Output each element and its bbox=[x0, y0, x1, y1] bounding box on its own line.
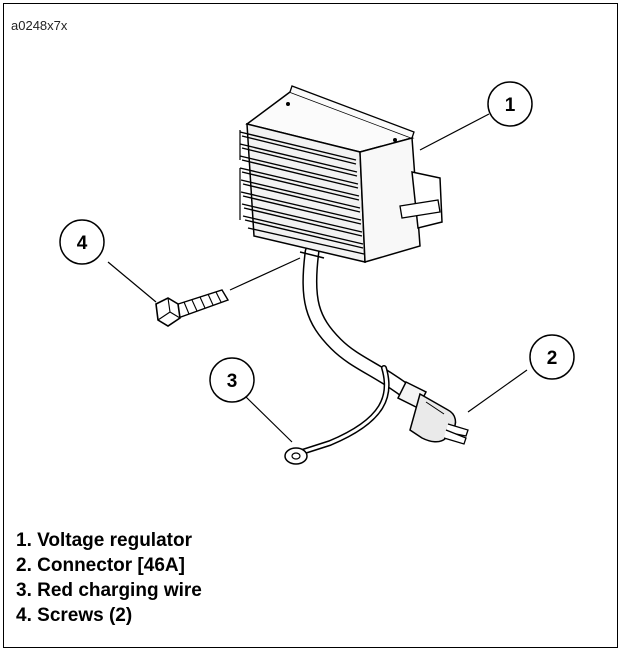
callout-number: 1 bbox=[505, 95, 516, 116]
legend-number: 1. bbox=[16, 530, 32, 551]
legend-number: 4. bbox=[16, 605, 32, 626]
screw bbox=[155, 289, 230, 327]
regulator-cable bbox=[302, 244, 420, 404]
legend-label: Screws (2) bbox=[37, 605, 133, 626]
callout-1: 1 bbox=[487, 81, 533, 127]
legend-number: 3. bbox=[16, 580, 32, 601]
voltage-regulator bbox=[239, 85, 443, 263]
legend-item: 4. Screws (2) bbox=[16, 603, 202, 628]
legend: 1. Voltage regulator 2. Connector [46A] … bbox=[16, 528, 202, 628]
legend-item: 2. Connector [46A] bbox=[16, 553, 202, 578]
legend-label: Voltage regulator bbox=[37, 530, 192, 551]
red-charging-wire bbox=[284, 365, 390, 465]
callout-4: 4 bbox=[59, 219, 105, 265]
leader-lines bbox=[107, 113, 528, 443]
callout-number: 2 bbox=[547, 348, 558, 369]
legend-number: 2. bbox=[16, 555, 32, 576]
legend-label: Connector [46A] bbox=[37, 555, 185, 576]
legend-label: Red charging wire bbox=[37, 580, 202, 601]
callout-number: 3 bbox=[227, 371, 238, 392]
legend-item: 1. Voltage regulator bbox=[16, 528, 202, 553]
callout-2: 2 bbox=[529, 334, 575, 380]
legend-item: 3. Red charging wire bbox=[16, 578, 202, 603]
callout-3: 3 bbox=[209, 357, 255, 403]
connector-46a bbox=[396, 380, 469, 445]
callout-number: 4 bbox=[77, 233, 88, 254]
figure-id: a0248x7x bbox=[11, 18, 68, 33]
